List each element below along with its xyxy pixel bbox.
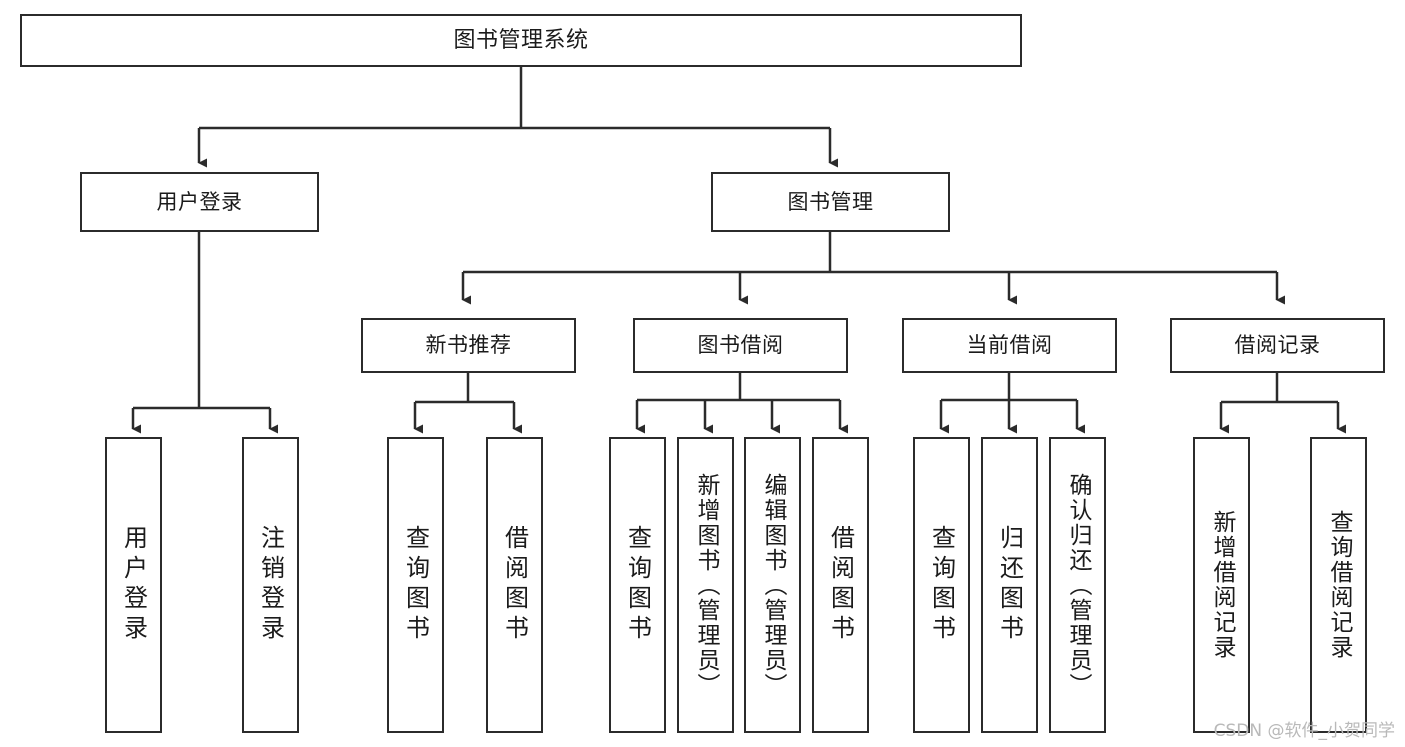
leaf-confirm-return-label: 确认归还（管理员） [1065, 472, 1091, 698]
leaf-return-book[interactable]: 归还图书 [981, 437, 1038, 733]
node-book-manage-label: 图书管理 [787, 189, 874, 214]
node-book-borrow-label: 图书借阅 [697, 333, 784, 358]
node-root-label: 图书管理系统 [453, 27, 589, 53]
leaf-edit-book-label: 编辑图书（管理员） [760, 472, 786, 698]
leaf-return-book-label: 归还图书 [995, 525, 1024, 645]
leaf-add-record[interactable]: 新增借阅记录 [1193, 437, 1250, 733]
leaf-edit-book[interactable]: 编辑图书（管理员） [744, 437, 801, 733]
leaf-borrow-book-2-label: 借阅图书 [826, 525, 855, 645]
leaf-query-book-1-label: 查询图书 [401, 525, 430, 645]
leaf-add-book-label: 新增图书（管理员） [693, 472, 719, 698]
leaf-query-book-3[interactable]: 查询图书 [913, 437, 970, 733]
leaf-query-book-1[interactable]: 查询图书 [387, 437, 444, 733]
node-borrow-record[interactable]: 借阅记录 [1170, 318, 1385, 373]
node-current-borrow[interactable]: 当前借阅 [902, 318, 1117, 373]
node-root[interactable]: 图书管理系统 [20, 14, 1022, 67]
leaf-borrow-book-2[interactable]: 借阅图书 [812, 437, 869, 733]
node-borrow-record-label: 借阅记录 [1234, 333, 1321, 358]
leaf-user-login-label: 用户登录 [119, 525, 148, 645]
node-book-manage[interactable]: 图书管理 [711, 172, 950, 232]
leaf-query-record[interactable]: 查询借阅记录 [1310, 437, 1367, 733]
leaf-user-login[interactable]: 用户登录 [105, 437, 162, 733]
leaf-logout[interactable]: 注销登录 [242, 437, 299, 733]
node-user-login-label: 用户登录 [156, 189, 243, 214]
leaf-borrow-book-1[interactable]: 借阅图书 [486, 437, 543, 733]
leaf-query-book-3-label: 查询图书 [927, 525, 956, 645]
leaf-borrow-book-1-label: 借阅图书 [500, 525, 529, 645]
node-current-borrow-label: 当前借阅 [966, 333, 1053, 358]
leaf-query-book-2-label: 查询图书 [623, 525, 652, 645]
csdn-watermark: CSDN @软件_小贺同学 [1213, 721, 1395, 741]
leaf-query-book-2[interactable]: 查询图书 [609, 437, 666, 733]
node-user-login[interactable]: 用户登录 [80, 172, 319, 232]
leaf-add-record-label: 新增借阅记录 [1209, 510, 1235, 660]
leaf-query-record-label: 查询借阅记录 [1326, 510, 1352, 660]
node-new-book-rec-label: 新书推荐 [425, 333, 512, 358]
leaf-confirm-return[interactable]: 确认归还（管理员） [1049, 437, 1106, 733]
leaf-logout-label: 注销登录 [256, 525, 285, 645]
node-new-book-rec[interactable]: 新书推荐 [361, 318, 576, 373]
node-book-borrow[interactable]: 图书借阅 [633, 318, 848, 373]
leaf-add-book[interactable]: 新增图书（管理员） [677, 437, 734, 733]
